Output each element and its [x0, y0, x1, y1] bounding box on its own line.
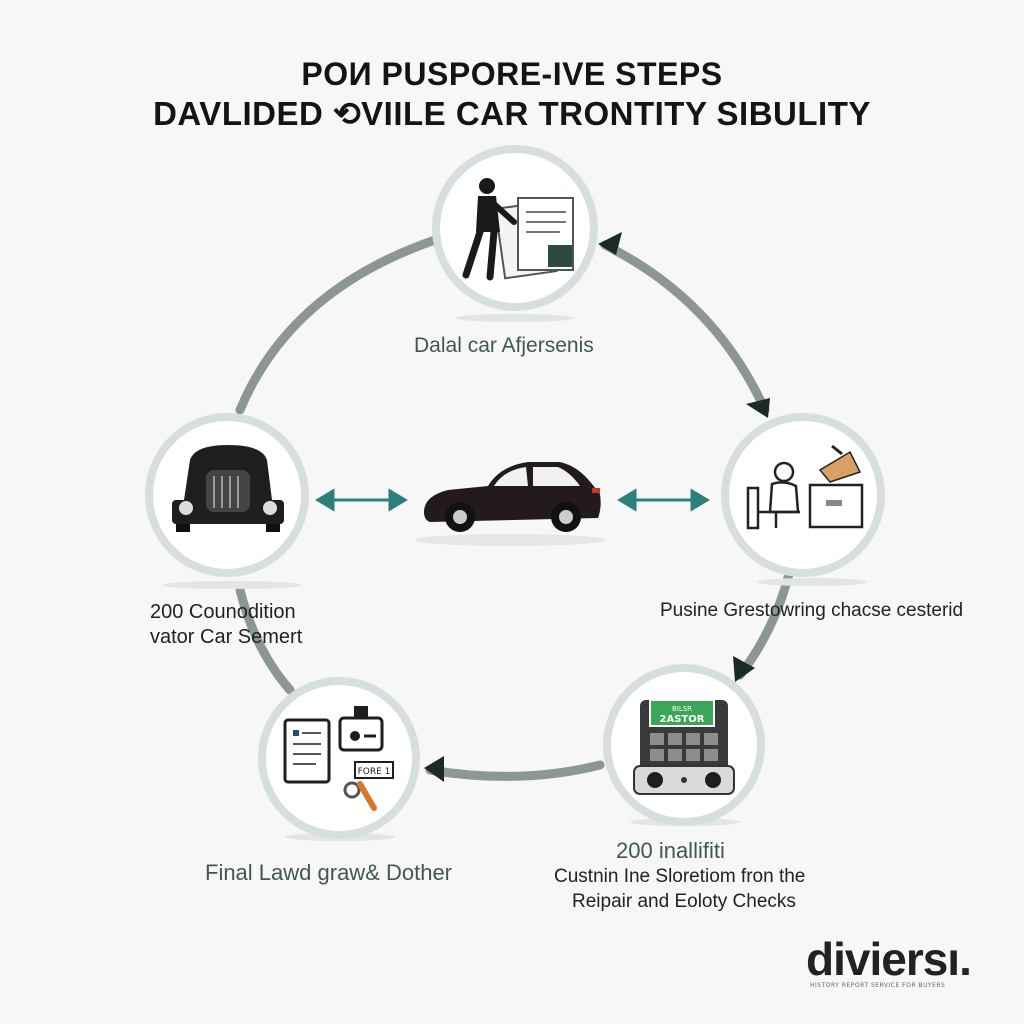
sedan-car-icon: [415, 462, 605, 546]
title-line-1: POИ PUSPORE-IVE STEPS: [301, 56, 723, 92]
inspector-with-documents-icon: [462, 178, 574, 281]
step-bottom-right-line-1: Custnin Ine Sloretiom fron the: [554, 866, 806, 887]
right-double-arrow-head-left: [617, 488, 637, 512]
mechanic-workbench-icon: [746, 444, 864, 530]
left-double-arrow-head-left: [315, 488, 335, 512]
brand-logo-subtext: HISTORY REPORT SERVICE FOR BUYERS: [810, 982, 946, 989]
arrowhead-bottom-left: [424, 756, 444, 782]
screen-title-text: BILSR: [672, 705, 692, 713]
step-bottom-right-node: BILSR 2ASTOR: [603, 664, 765, 826]
diagnostic-machine-icon: BILSR 2ASTOR: [633, 699, 735, 795]
screen-sub-text: 2ASTOR: [660, 714, 705, 725]
step-bottom-right-line-2: Reipair and Eoloty Checks: [572, 891, 796, 912]
arrowhead-top: [598, 232, 622, 255]
title-line-2: DAVLIDED ⟲VIILE CAR TRONTITY SIBULITY: [153, 95, 871, 132]
documents-and-tools-icon: FORE 1: [283, 706, 394, 811]
arc-bottom-right-to-bottom-left: [425, 760, 605, 781]
cycle-arcs: [235, 235, 795, 781]
step-bottom-left-node: FORE 1: [258, 677, 420, 841]
step-top-node: [432, 145, 598, 322]
arrowhead-right: [746, 398, 770, 418]
step-bottom-right-heading: 200 inallifiti: [616, 838, 725, 863]
arc-bottom-left-to-left: [235, 585, 295, 695]
center-arrows: [315, 488, 710, 512]
left-double-arrow-head-right: [388, 488, 408, 512]
brand-logo: diviersı.: [806, 933, 972, 985]
step-left-label-line-1: 200 Counodition: [150, 601, 296, 623]
step-left-label-line-2: vator Car Semert: [150, 626, 303, 648]
step-right-label: Pusine Grestowring chacse cesterid: [660, 600, 964, 621]
step-bottom-left-label: Final Lawd graw& Dother: [205, 860, 453, 885]
arc-left-to-top: [235, 235, 440, 415]
arc-top-to-right: [600, 240, 770, 415]
step-top-label: Dalal car Afjersenis: [414, 334, 594, 357]
step-left-node: [145, 413, 309, 589]
cycle-arrowheads: [424, 232, 770, 782]
tag-text: FORE 1: [358, 767, 391, 777]
step-right-node: [721, 413, 885, 586]
right-double-arrow-head-right: [690, 488, 710, 512]
arrowhead-bottom-right: [733, 656, 755, 682]
vintage-car-front-icon: [172, 445, 284, 532]
